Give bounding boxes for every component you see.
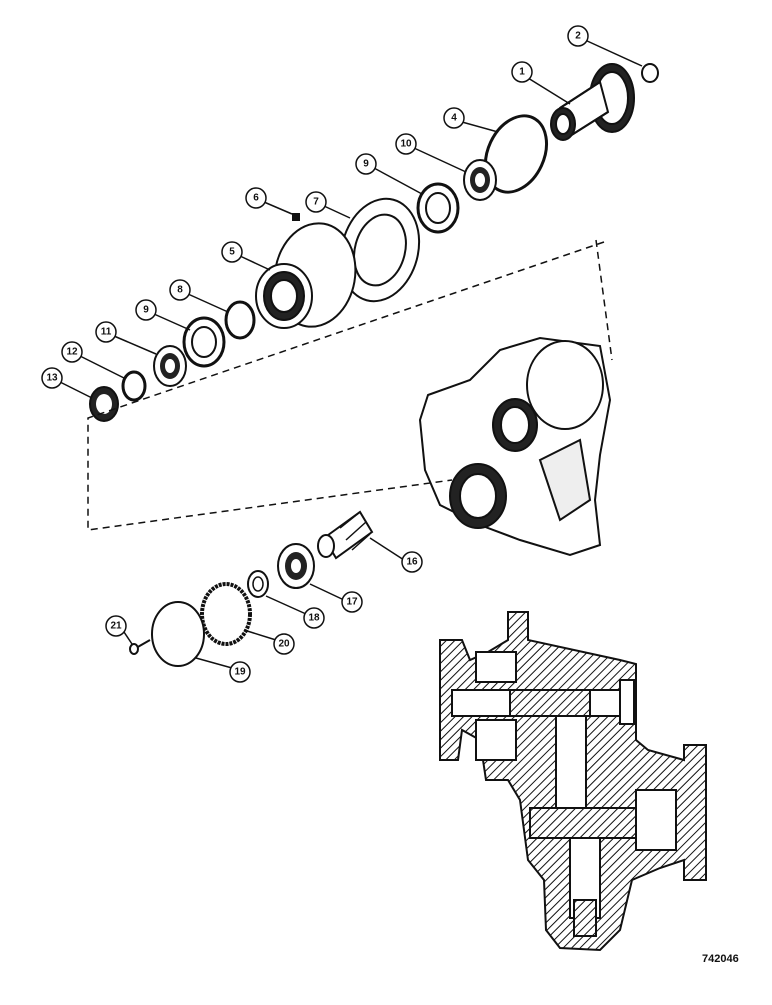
callout-5: 5: [221, 241, 271, 271]
snap-ring: [121, 370, 147, 402]
callout-9b: 9: [135, 299, 191, 331]
bearing-cup-upper: [416, 182, 460, 234]
seal-ring: [224, 300, 256, 340]
svg-text:2: 2: [575, 31, 581, 42]
callout-7: 7: [305, 191, 351, 219]
callout-18: 18: [265, 595, 325, 629]
svg-text:10: 10: [400, 139, 412, 150]
callout-9a: 9: [355, 153, 423, 195]
figure-number: 742046: [702, 953, 739, 965]
shaft-bearing: [277, 543, 315, 589]
svg-text:18: 18: [308, 613, 320, 624]
svg-text:16: 16: [406, 557, 418, 568]
callout-4: 4: [443, 107, 499, 133]
callout-17: 17: [309, 583, 363, 613]
svg-text:21: 21: [110, 621, 122, 632]
cap-screw: [129, 639, 151, 655]
callouts: 1 2 4 10 9 6 7 5 8 9 11 12 13 16 17 18 2…: [41, 25, 643, 683]
cross-section-view: [439, 611, 707, 952]
bearing-cone-lower: [153, 345, 187, 387]
callout-16: 16: [369, 537, 423, 573]
svg-text:9: 9: [143, 305, 149, 316]
svg-text:1: 1: [519, 67, 525, 78]
callout-12: 12: [61, 341, 125, 379]
svg-text:9: 9: [363, 159, 369, 170]
svg-text:8: 8: [177, 285, 183, 296]
callout-1: 1: [511, 61, 571, 105]
pinion-carrier: [255, 222, 357, 329]
svg-text:11: 11: [101, 327, 112, 338]
fitting: [292, 213, 300, 221]
pinion-gear-shaft: [550, 63, 635, 141]
svg-text:7: 7: [313, 197, 319, 208]
nut: [89, 386, 119, 422]
bearing-cone-upper: [463, 159, 497, 201]
svg-text:6: 6: [253, 193, 259, 204]
plug: [641, 63, 659, 83]
callout-21: 21: [105, 615, 133, 645]
svg-text:4: 4: [451, 113, 457, 124]
svg-text:17: 17: [346, 597, 358, 608]
bearing-cup-lower: [182, 316, 226, 368]
callout-20: 20: [243, 629, 295, 655]
cover-gasket: [200, 582, 252, 646]
svg-text:20: 20: [278, 639, 290, 650]
callout-10a: 10: [395, 133, 467, 173]
callout-19: 19: [195, 657, 251, 683]
splined-shaft: [317, 510, 374, 560]
callout-2: 2: [567, 25, 643, 67]
assembly-guide-line: [87, 239, 613, 531]
svg-text:12: 12: [66, 347, 78, 358]
svg-text:5: 5: [229, 247, 235, 258]
o-ring: [484, 114, 548, 194]
callout-6: 6: [245, 187, 293, 215]
transmission-housing: [418, 336, 612, 557]
cover-plate: [151, 601, 205, 667]
callout-11: 11: [95, 321, 157, 355]
callout-13: 13: [41, 367, 93, 399]
svg-text:19: 19: [234, 667, 246, 678]
svg-text:13: 13: [46, 373, 58, 384]
callout-8: 8: [169, 279, 229, 313]
spacer: [247, 570, 269, 598]
